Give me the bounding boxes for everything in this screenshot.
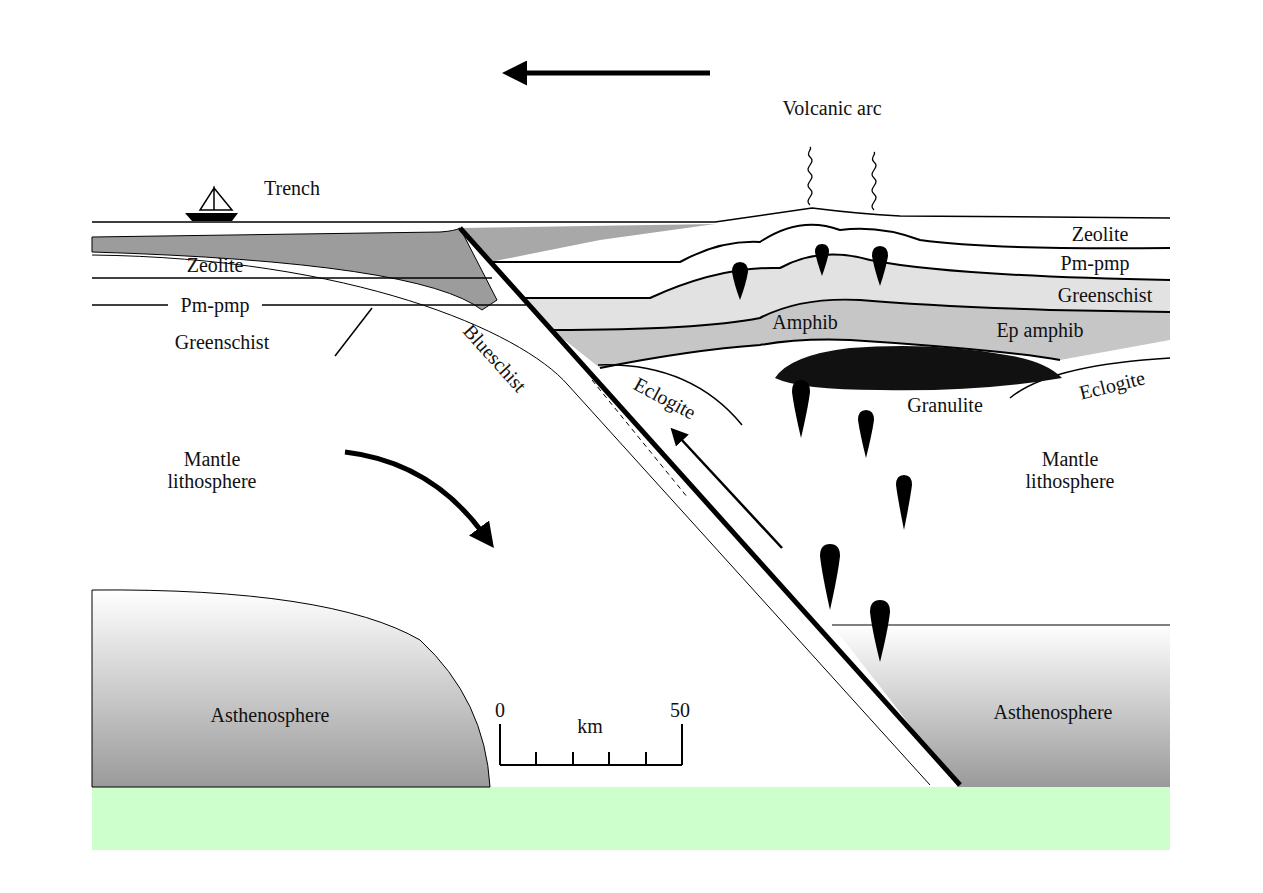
facies-label: Ep amphib <box>996 319 1083 341</box>
facies-label: Zeolite <box>1072 223 1129 245</box>
volcanic-plume <box>808 147 812 205</box>
facies-label: Amphib <box>772 311 838 333</box>
forearc-sediment <box>460 224 715 262</box>
facies-boundary <box>262 304 526 306</box>
facies-label: Blueschist <box>459 320 531 397</box>
surface-line <box>92 208 1170 222</box>
trench-sediment <box>92 228 497 310</box>
eclogite-boundary <box>598 365 742 425</box>
facies-label: Zeolite <box>187 254 244 276</box>
melt-drops <box>732 244 912 662</box>
region-label: Volcanic arc <box>782 97 881 119</box>
asthenosphere-left <box>92 590 490 787</box>
facies-boundary <box>92 304 168 306</box>
volcanic-plume <box>872 152 876 210</box>
scale-number: 0 <box>495 699 505 721</box>
scale-unit: km <box>577 715 603 737</box>
facies-boundary <box>335 308 372 356</box>
oceanic-crust-top <box>92 255 930 785</box>
facies-label: Granulite <box>907 394 983 416</box>
caption-band <box>92 787 1170 850</box>
facies-label: Pm-pmp <box>1061 252 1130 274</box>
mantle-flow-arrow <box>345 452 482 532</box>
facies-label: Greenschist <box>1058 284 1152 306</box>
layer-label: Mantle lithosphere <box>1010 448 1130 492</box>
granulite-body <box>775 346 1062 390</box>
plate-motion-arrow <box>522 71 710 76</box>
layer-label: Asthenosphere <box>994 701 1113 723</box>
subduction-thrust <box>460 228 960 785</box>
exhumation-arrow <box>680 438 782 548</box>
feature-label: Trench <box>264 177 320 199</box>
facies-label: Greenschist <box>175 331 269 353</box>
facies-boundary <box>92 277 492 279</box>
boat-sail <box>200 188 232 210</box>
layer-label: Mantle lithosphere <box>152 448 272 492</box>
facies-label: Eclogite <box>630 373 699 424</box>
facies-label: Pm-pmp <box>181 294 250 316</box>
facies-label: Eclogite <box>1077 366 1147 403</box>
boat-hull <box>185 213 238 221</box>
scale-number: 50 <box>670 699 690 721</box>
layer-label: Asthenosphere <box>211 704 330 726</box>
